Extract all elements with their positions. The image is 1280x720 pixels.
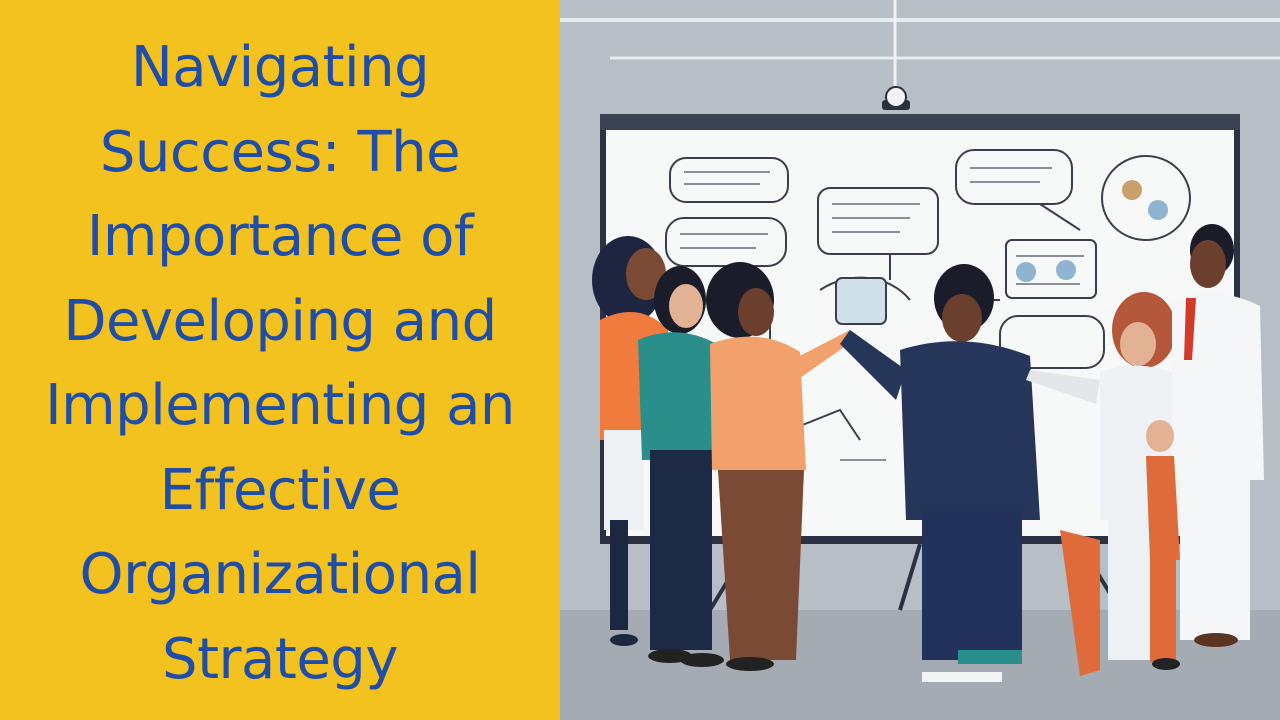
person (1146, 420, 1180, 670)
illustration (560, 0, 1280, 720)
title-line-5: Implementing an (45, 373, 515, 438)
title-line-3: Importance of (86, 204, 474, 269)
person (840, 264, 1040, 682)
page-title: Navigating Success: The Importance of De… (0, 26, 560, 702)
projector-icon (882, 86, 910, 110)
person (638, 266, 724, 667)
title-line-4: Developing and (63, 288, 497, 354)
person (706, 262, 854, 671)
title-line-6: Effective (159, 457, 401, 523)
title-line-7: Organizational (79, 542, 481, 607)
title-line-2: Success: The (99, 119, 461, 185)
title-panel: Navigating Success: The Importance of De… (0, 0, 560, 720)
people-group (592, 224, 1264, 682)
person (1172, 224, 1264, 647)
team-whiteboard-illustration (560, 0, 1280, 720)
title-line-1: Navigating (130, 35, 430, 100)
person (592, 236, 672, 646)
title-line-8: Strategy (162, 626, 398, 692)
